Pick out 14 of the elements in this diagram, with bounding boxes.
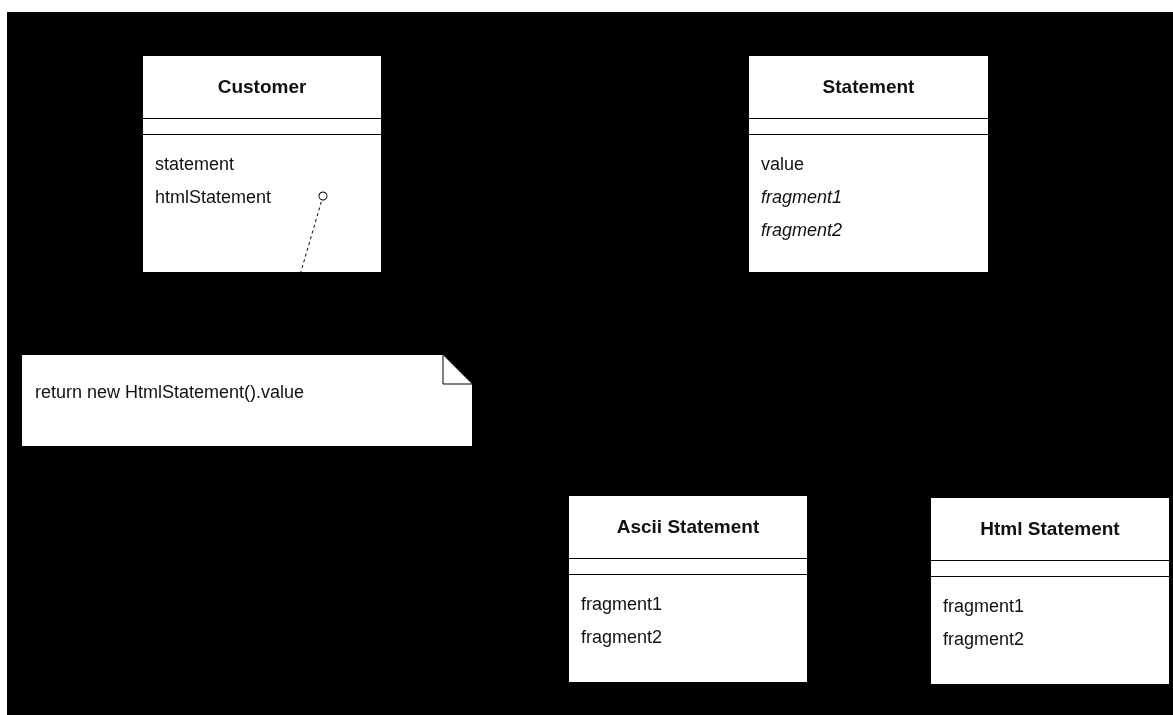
class-members: statement htmlStatement xyxy=(154,153,273,209)
class-members: fragment1 fragment2 xyxy=(580,593,664,649)
class-name: Statement xyxy=(822,76,915,98)
class-members: fragment1 fragment2 xyxy=(942,595,1026,651)
note-shape xyxy=(21,354,473,447)
class-box xyxy=(748,55,989,273)
note-text: return new HtmlStatement().value xyxy=(35,382,305,403)
class-box xyxy=(568,495,808,683)
class-name: Ascii Statement xyxy=(616,516,760,538)
class-box xyxy=(930,497,1170,685)
class-box xyxy=(142,55,382,273)
class-name: Customer xyxy=(217,76,307,98)
class-name: Html Statement xyxy=(980,518,1120,540)
class-members: value fragment1 fragment2 xyxy=(760,153,844,242)
